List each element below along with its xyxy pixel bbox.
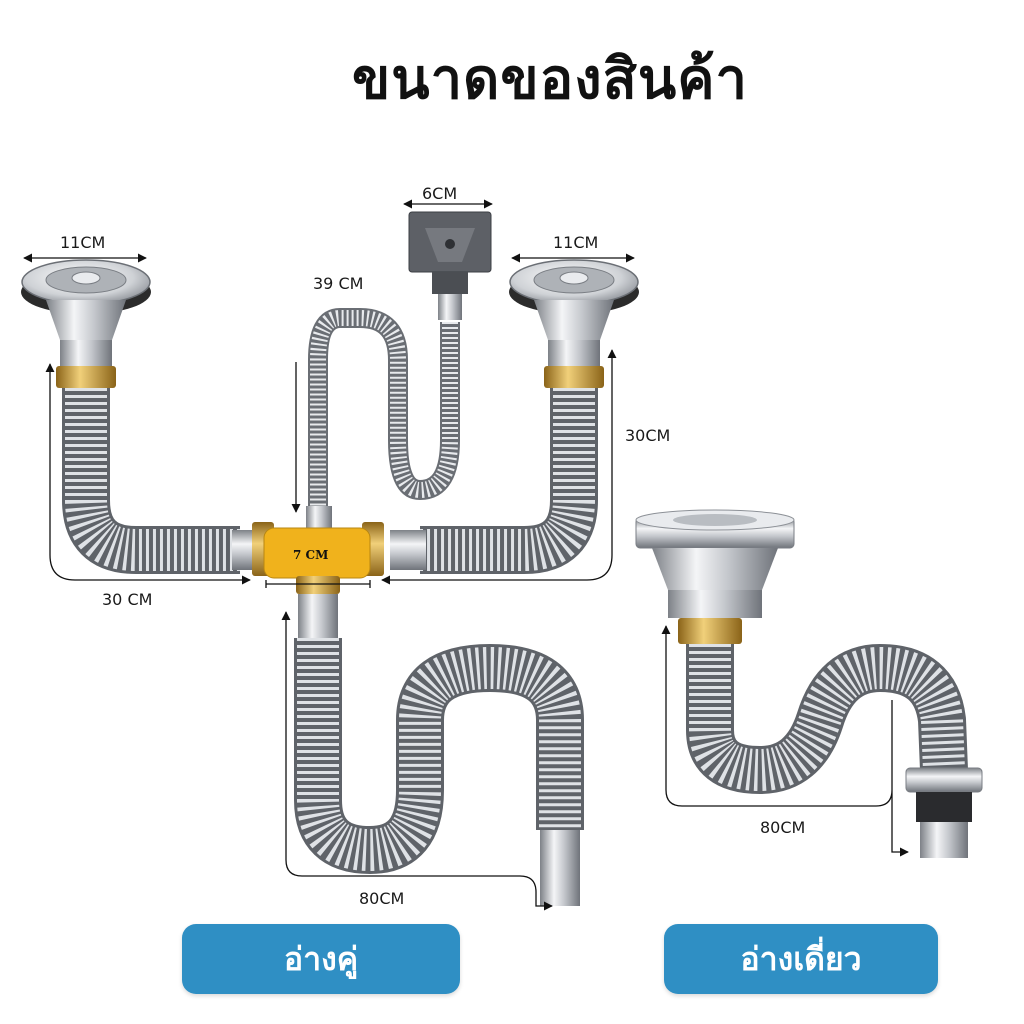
left-strainer-width-label: 11CM [60, 233, 106, 252]
overflow-hose-length-label: 39 CM [313, 274, 364, 293]
double-sink-button[interactable]: อ่างคู่ [182, 924, 460, 994]
overflow-box [408, 211, 492, 320]
right-pipe-length-label: 30CM [625, 426, 671, 445]
double-main-trap [294, 594, 584, 906]
single-sink-button[interactable]: อ่างเดี่ยว [664, 924, 938, 994]
left-strainer [21, 259, 151, 388]
double-dimension-lines [23, 199, 635, 911]
double-trap-length-label: 80CM [359, 889, 405, 908]
left-drain-hose [62, 388, 262, 574]
page-title: ขนาดของสินค้า [352, 47, 748, 112]
right-drain-hose [390, 388, 598, 574]
overflow-hose [306, 308, 460, 528]
right-strainer-width-label: 11CM [553, 233, 599, 252]
tee-width-label: 7 CM [293, 548, 329, 562]
left-pipe-length-label: 30 CM [102, 590, 153, 609]
overflow-box-width-label: 6CM [422, 184, 458, 203]
tee-connector [252, 522, 384, 594]
single-dimension-lines [661, 625, 909, 857]
right-strainer [509, 259, 639, 388]
single-strainer [635, 509, 795, 644]
single-trap-length-label: 80CM [760, 818, 806, 837]
single-trap [686, 643, 983, 858]
